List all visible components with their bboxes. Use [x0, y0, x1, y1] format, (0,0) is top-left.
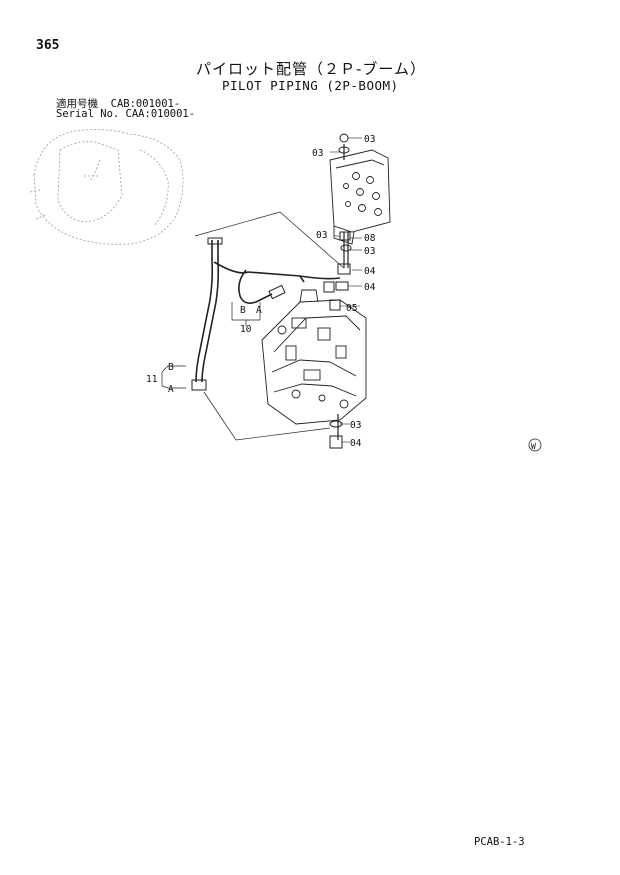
hose-11-fitting: [191, 379, 207, 391]
w-mark: W: [531, 442, 536, 451]
hose-10-end-a: A: [256, 305, 262, 316]
page-title-english: PILOT PIPING (2P-BOOM): [222, 78, 399, 93]
hose-end-brackets: [161, 302, 261, 389]
page-number: 365: [36, 38, 60, 53]
footer-code: PCAB-1-3: [474, 836, 525, 848]
callout-08: 08: [364, 233, 376, 244]
serial-range-english: Serial No. CAA:010001-: [56, 108, 196, 120]
callout-03: 03: [364, 246, 375, 257]
callout-05: 05: [346, 303, 357, 314]
hose-11-end-a: A: [168, 384, 174, 395]
page-title-japanese: パイロット配管（２Ｐ-ブーム）: [196, 60, 426, 78]
hose-11-label: 11: [146, 374, 158, 385]
callout-leaders: [330, 137, 362, 443]
machine-context-sketch: [29, 129, 184, 245]
hose-10-end-b: B: [240, 305, 246, 316]
callout-04: 04: [364, 282, 376, 293]
control-valve-block: [329, 149, 391, 245]
hose-10-label: 10: [240, 324, 252, 335]
hose-10-fitting: [268, 284, 286, 300]
hose-11: [195, 240, 220, 383]
main-control-valve: [261, 289, 367, 425]
hose-10: [213, 261, 341, 304]
hose-11-end-b: B: [168, 362, 174, 373]
callout-04: 04: [364, 266, 376, 277]
elbow-fitting: [323, 281, 335, 293]
routing-lines: [194, 211, 345, 441]
w-mark-circle: [528, 438, 542, 452]
callout-03: 03: [312, 148, 323, 159]
fittings: [329, 133, 352, 449]
callout-04: 04: [350, 438, 362, 449]
callout-03: 03: [350, 420, 361, 431]
callout-03: 03: [364, 134, 375, 145]
serial-range-japanese: 適用号機 CAB:001001-: [56, 98, 181, 110]
hose-11-top-fitting: [207, 237, 223, 245]
callout-03: 03: [316, 230, 327, 241]
